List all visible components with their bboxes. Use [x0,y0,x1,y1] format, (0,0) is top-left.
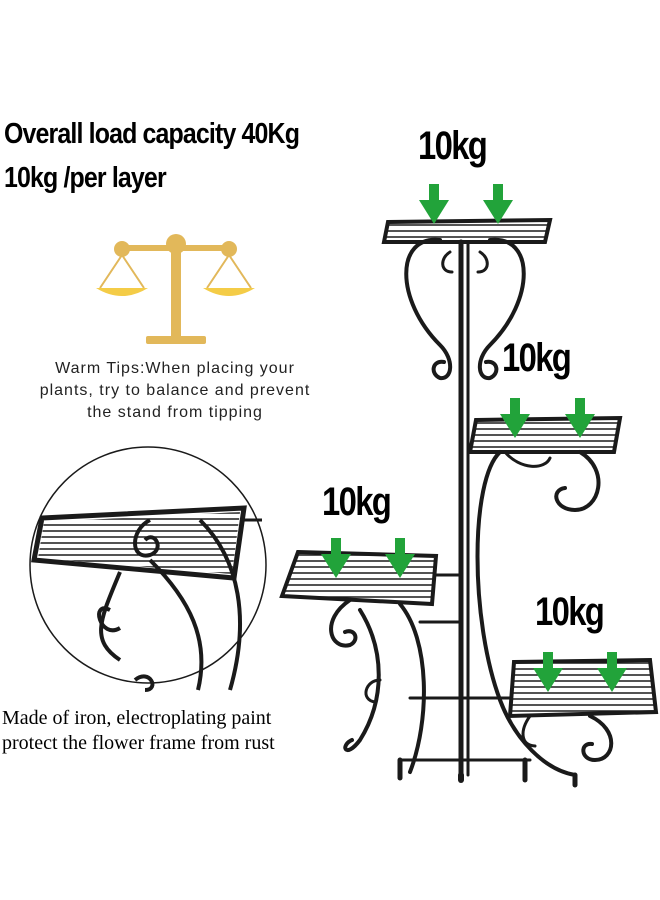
balance-scale-icon [96,234,255,344]
detail-zoom-circle [29,446,267,692]
material-note: Made of iron, electroplating paint prote… [2,706,362,756]
warm-tips-line: plants, try to balance and prevent [39,382,311,399]
load-label-left: 10kg [322,480,392,524]
warm-tips-line: Warm Tips:When placing your [55,360,295,377]
load-label-bottom: 10kg [535,590,605,634]
material-note-line: protect the flower frame from rust [2,732,275,754]
down-arrow-icon [419,184,513,224]
headline-capacity: Overall load capacity 40Kg [4,118,300,150]
warm-tips: Warm Tips:When placing your plants, try … [20,358,330,424]
load-label-right: 10kg [502,336,572,380]
warm-tips-line: the stand from tipping [87,404,263,421]
headline-per-layer: 10kg /per layer [4,162,167,194]
material-note-line: Made of iron, electroplating paint [2,707,272,729]
load-label-top: 10kg [418,124,488,168]
